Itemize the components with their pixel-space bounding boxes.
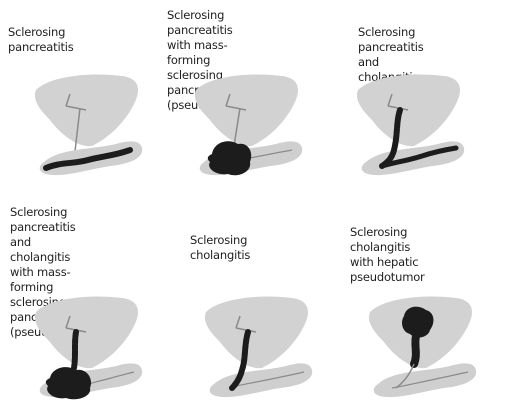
pancreatic-head-mass xyxy=(208,141,251,175)
bile-duct-lesion xyxy=(74,332,76,368)
liver-shape xyxy=(357,75,460,147)
caption-6: Sclerosing cholangitis with hepatic pseu… xyxy=(350,225,425,285)
caption-1: Sclerosing pancreatitis xyxy=(8,25,74,55)
pancreatic-head-mass xyxy=(46,367,91,399)
liver-shape xyxy=(195,75,298,147)
illustration-1 xyxy=(30,70,150,180)
illustration-4 xyxy=(30,292,150,402)
pancreas-shape xyxy=(374,363,476,397)
caption-5: Sclerosing cholangitis xyxy=(190,233,250,263)
illustration-5 xyxy=(200,292,320,402)
liver-shape xyxy=(205,297,308,369)
liver-shape xyxy=(35,75,138,147)
illustration-6 xyxy=(364,292,484,402)
pancreas-shape xyxy=(210,363,312,397)
bile-duct-lesion xyxy=(414,336,416,364)
illustration-2 xyxy=(190,70,310,180)
illustration-3 xyxy=(352,70,472,180)
liver-shape xyxy=(35,297,138,369)
